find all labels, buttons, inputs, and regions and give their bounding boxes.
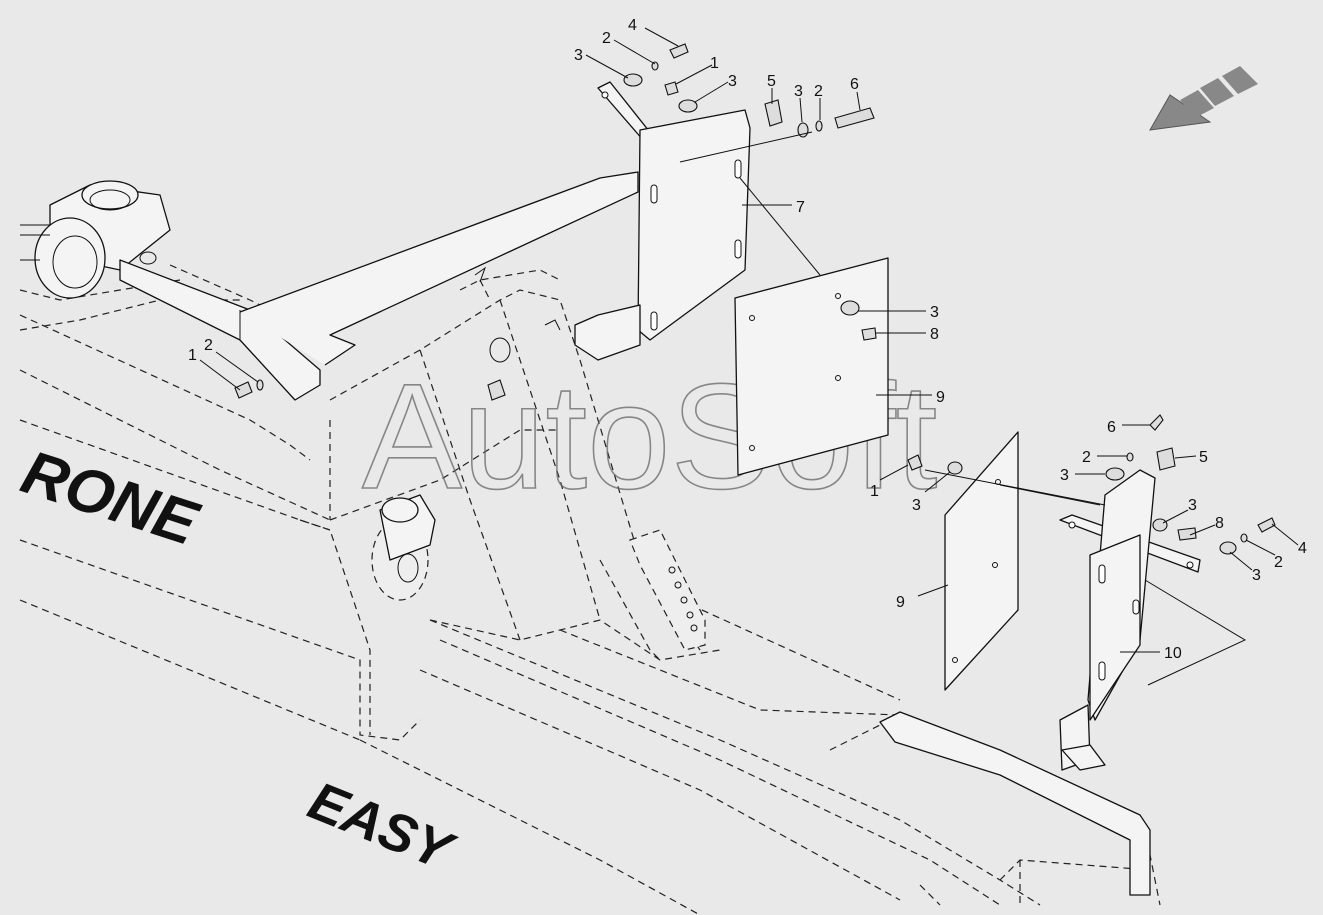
gearbox: [20, 180, 321, 401]
callout-4: 4: [1298, 540, 1307, 557]
callout-9: 9: [896, 594, 905, 611]
bolt-icon: [669, 43, 689, 59]
clip-nut-icon: [1156, 447, 1176, 471]
callout-8: 8: [1215, 515, 1224, 532]
callout-3: 3: [574, 47, 583, 64]
leader-lines: [199, 27, 1299, 686]
callout-3: 3: [912, 497, 921, 514]
nut-icon: [664, 81, 679, 96]
callout-3: 3: [1188, 497, 1197, 514]
bracket-strip: [239, 171, 639, 366]
callout-3: 3: [728, 73, 737, 90]
callout-3: 3: [794, 83, 803, 100]
callout-7: 7: [796, 199, 805, 216]
callout-1: 1: [870, 483, 879, 500]
callout-2: 2: [1082, 449, 1091, 466]
adjust-arm: [629, 529, 706, 651]
callout-6: 6: [850, 76, 859, 93]
bracket-7: [574, 81, 751, 361]
callout-6: 6: [1107, 419, 1116, 436]
pivot-hub: [371, 494, 436, 601]
lower-beam: [879, 711, 1151, 896]
brand-easy-text: EASY: [301, 770, 464, 883]
callout-1: 1: [710, 55, 719, 72]
callout-2: 2: [1274, 554, 1283, 571]
callout-8: 8: [930, 326, 939, 343]
callout-9: 9: [936, 389, 945, 406]
callout-1: 1: [188, 347, 197, 364]
clip-nut-icon: [764, 99, 783, 127]
callout-4: 4: [628, 17, 637, 34]
callout-3: 3: [930, 304, 939, 321]
callout-5: 5: [1199, 449, 1208, 466]
callout-5: 5: [767, 73, 776, 90]
callout-labels: 4 2 3 1 3 5 3 2 6 7 3 8 9 1 2 6 2 5 3 1 …: [188, 17, 1307, 662]
direction-arrow-icon: [1149, 66, 1258, 131]
bolt-icon: [834, 107, 875, 129]
plate-9-lower: [944, 431, 1019, 691]
callout-2: 2: [814, 83, 823, 100]
callout-2: 2: [602, 30, 611, 47]
callout-3: 3: [1060, 467, 1069, 484]
callout-2: 2: [204, 337, 213, 354]
callout-10: 10: [1164, 645, 1182, 662]
callout-3: 3: [1252, 567, 1261, 584]
hardware: [234, 43, 1276, 555]
bracket-10: [1059, 469, 1201, 771]
brand-rone-text: RONE: [14, 438, 207, 559]
